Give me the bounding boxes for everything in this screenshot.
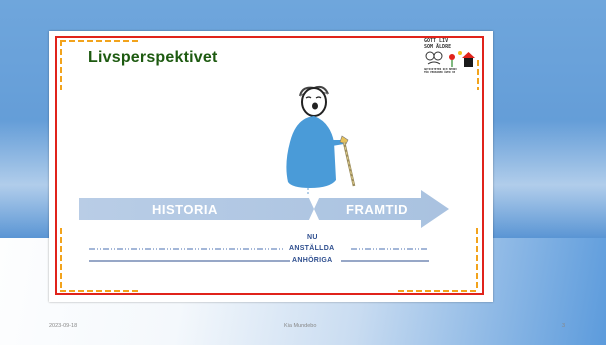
frame-corner-bottom-left-v <box>60 228 62 290</box>
gott-liv-logo: GOTT LIV SOM ÄLDRE AKTIVITETER OCH BEHOV… <box>424 38 476 74</box>
logo-figures-icon <box>425 51 475 67</box>
slide-canvas <box>49 31 493 302</box>
timeline-past-label: HISTORIA <box>152 202 218 217</box>
timeline-now-label: NU <box>307 234 318 241</box>
footer-page-number: 3 <box>562 323 566 329</box>
relatives-solid-line <box>89 260 429 262</box>
relatives-label: ANHÖRIGA <box>292 257 333 264</box>
staff-label: ANSTÄLLDA <box>289 245 335 252</box>
logo-text-line-4: FÖR PERSONER ÖVER 65 <box>424 71 456 74</box>
footer-date: 2023-09-18 <box>49 323 78 329</box>
elderly-person-illustration <box>286 85 356 196</box>
frame-corner-bottom-right-v <box>476 228 478 290</box>
frame-corner-top-right-v <box>477 60 479 90</box>
logo-text-line-2: SOM ÄLDRE <box>424 44 452 50</box>
timeline-future-label: FRAMTID <box>346 202 408 217</box>
staff-dashed-line <box>89 248 429 250</box>
frame-corner-top-left-h <box>60 40 140 42</box>
slide-title: Livsperspektivet <box>88 49 218 66</box>
slide-red-frame <box>55 36 484 295</box>
frame-corner-bottom-right-h <box>398 290 478 292</box>
logo-text-line-1: GOTT LIV <box>424 38 449 44</box>
frame-corner-top-left-v <box>60 40 62 90</box>
timeline-arrow <box>79 190 449 228</box>
logo-text-line-3: AKTIVITETER OCH BEHOV <box>424 68 457 71</box>
frame-corner-bottom-left-h <box>60 290 140 292</box>
footer-author: Kia Mundebo <box>284 323 317 329</box>
